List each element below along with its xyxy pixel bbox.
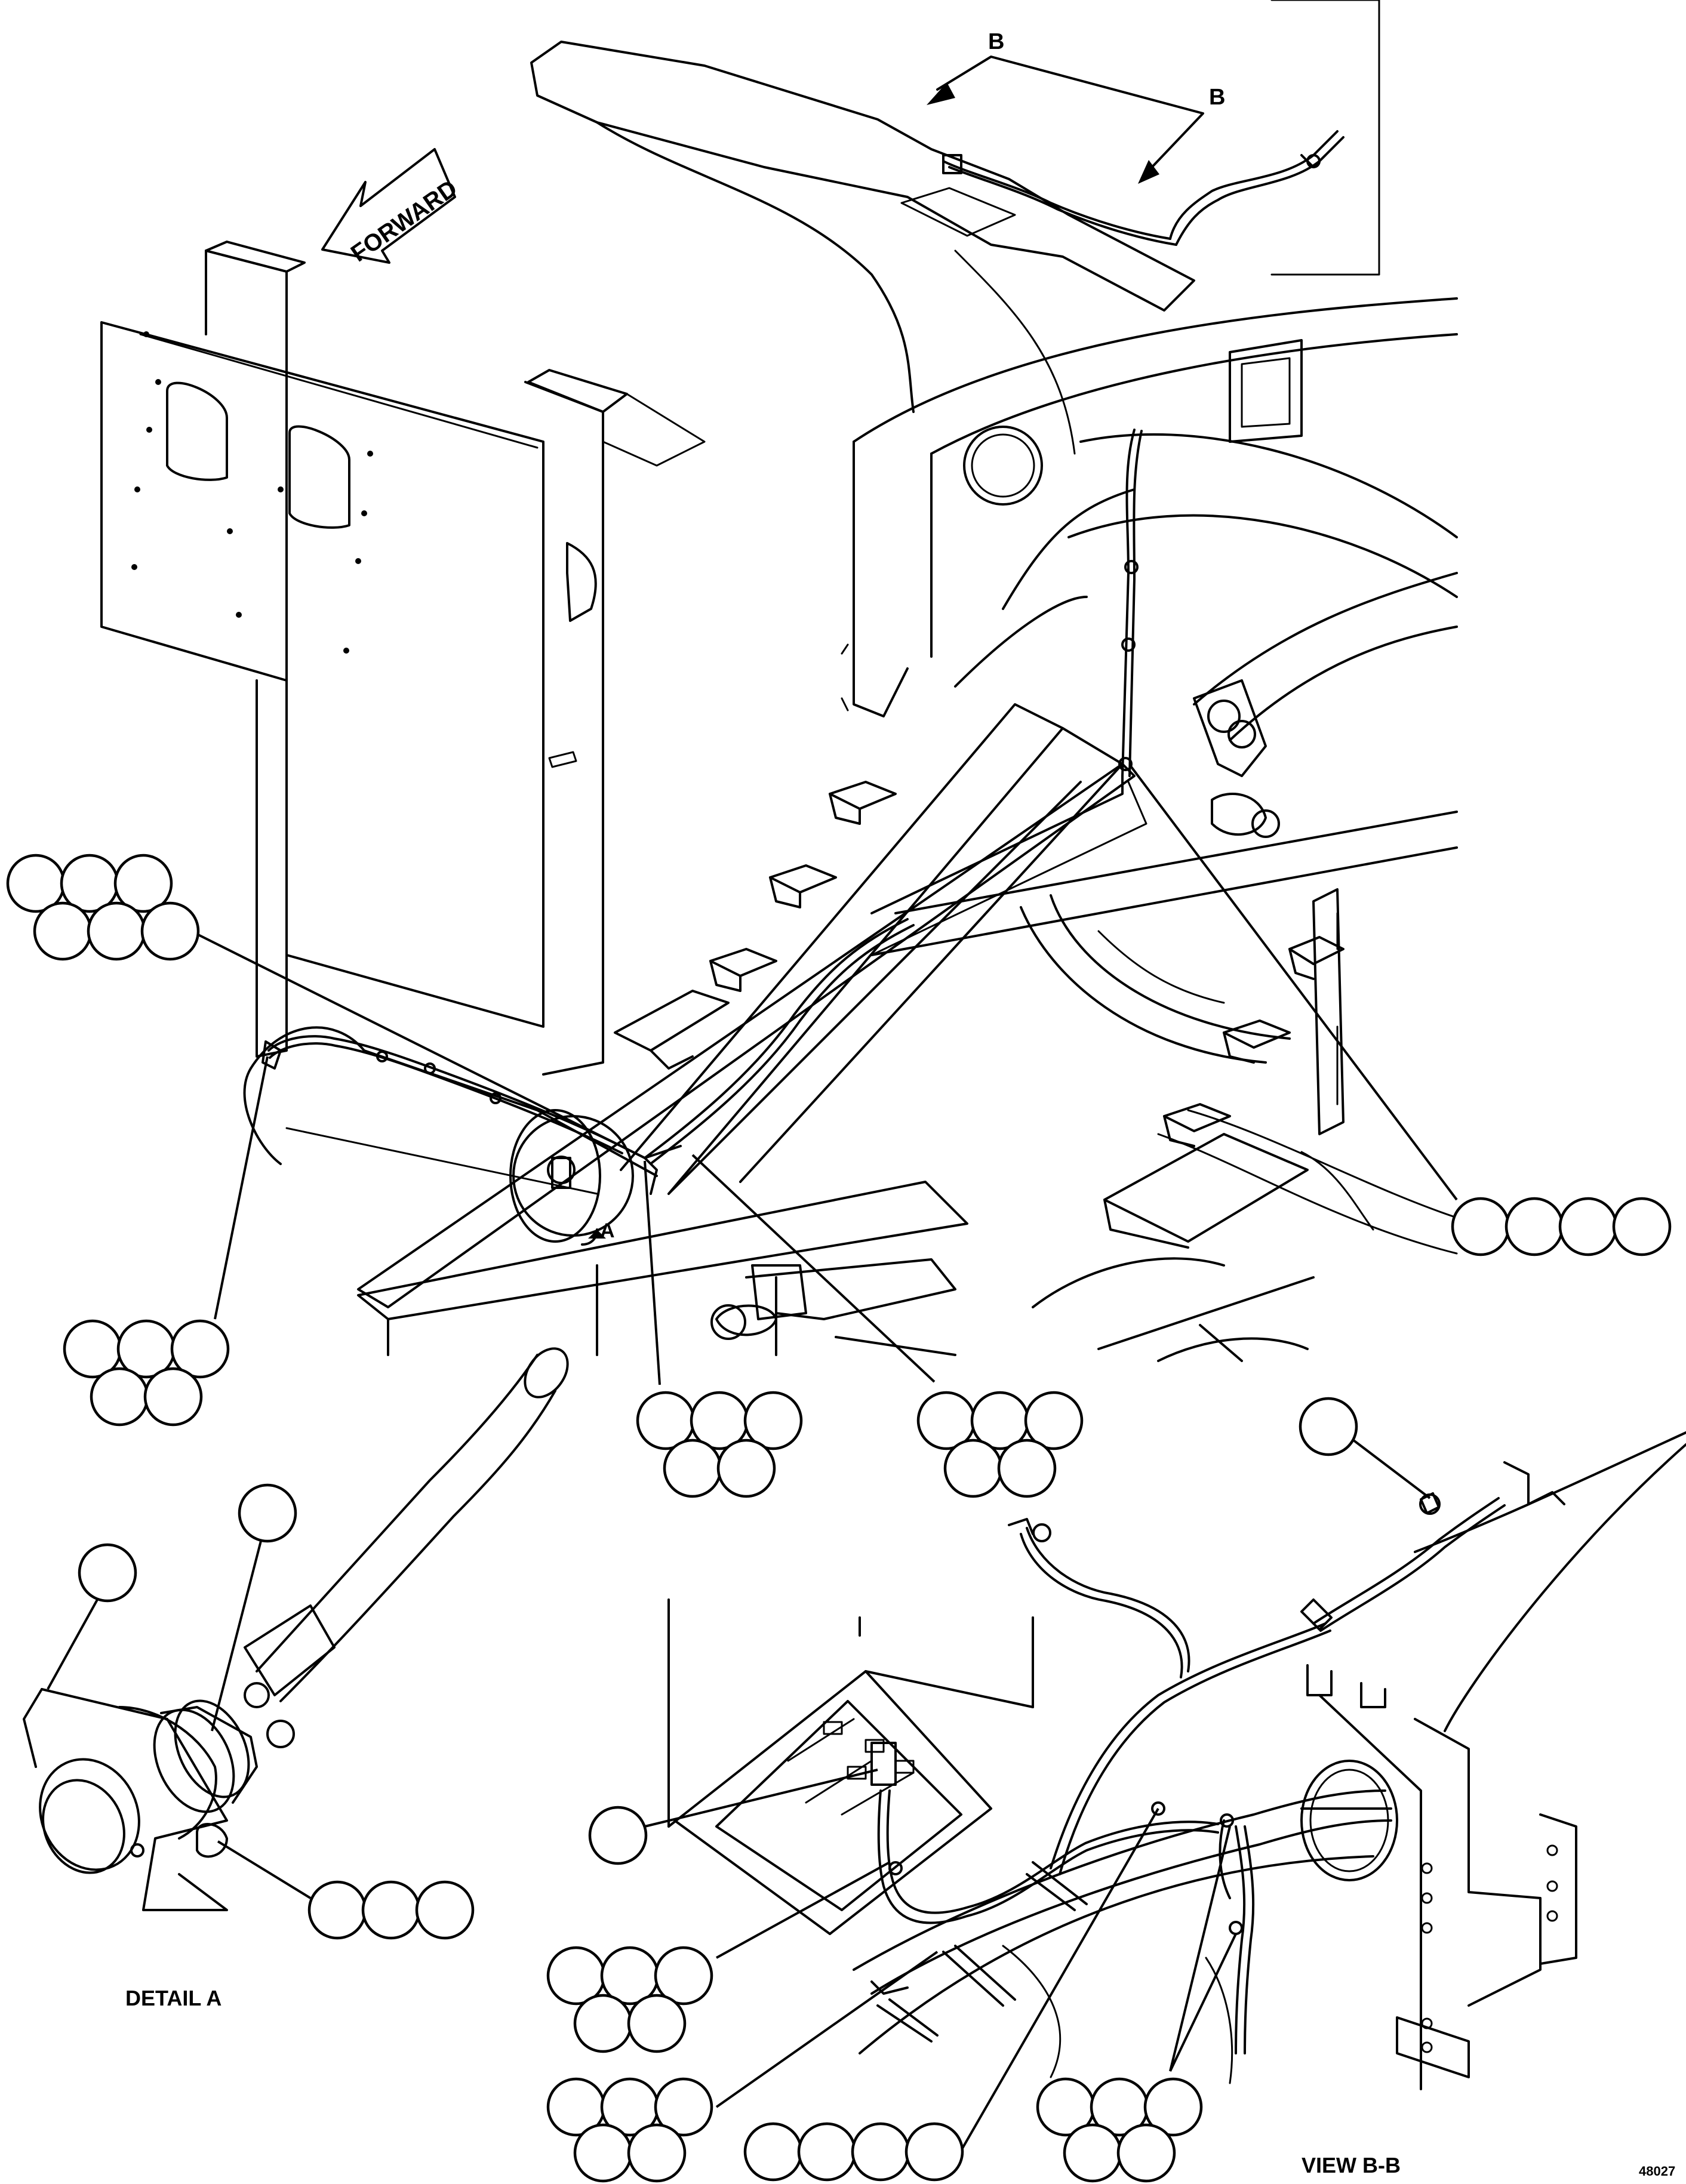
leader-center-2 xyxy=(691,1154,936,1383)
view-bb-title: VIEW B-B xyxy=(1302,2153,1401,2177)
callout-balloon xyxy=(1116,2123,1176,2183)
callout-balloon xyxy=(140,901,200,961)
leader-view-right-b xyxy=(1169,1933,1237,2072)
callout-balloon xyxy=(238,1483,297,1543)
step-4 xyxy=(614,990,730,1070)
step-6 xyxy=(1223,1019,1291,1064)
leader-left-harness xyxy=(214,1056,269,1320)
detail-callout-letter: A xyxy=(600,1219,615,1242)
leader-view-top xyxy=(1342,1431,1431,1499)
callout-group-center-1 xyxy=(636,1391,803,1498)
callout-group-view-right xyxy=(1036,2077,1203,2183)
callout-group-view-single-top xyxy=(1299,1397,1358,1456)
callout-balloon xyxy=(627,2123,687,2183)
callout-balloon xyxy=(663,1438,722,1498)
callout-balloon xyxy=(573,1994,633,2053)
callout-balloon xyxy=(1024,1391,1084,1450)
axle-housing xyxy=(243,1026,1315,1362)
section-b-indicator: B B xyxy=(927,29,1225,184)
leader-upper-left xyxy=(190,930,645,1159)
detail-a-title: DETAIL A xyxy=(125,1986,221,2010)
leader-view-left xyxy=(644,1769,878,1828)
drawing-number: 48027 xyxy=(1639,2164,1675,2179)
callout-group-left-harness xyxy=(63,1319,230,1427)
ladder-assembly xyxy=(357,703,1345,1308)
callout-balloon xyxy=(170,1319,230,1379)
detail-a-callout: A xyxy=(512,1115,634,1246)
step-5 xyxy=(1288,936,1345,980)
callout-balloon xyxy=(627,1994,687,2053)
callout-balloon xyxy=(1143,2077,1203,2137)
callout-balloon xyxy=(361,1880,421,1940)
step-1 xyxy=(829,781,897,825)
callout-balloon xyxy=(90,1367,149,1427)
callout-group-view-single-left xyxy=(588,1806,648,1865)
callout-balloon xyxy=(1299,1397,1358,1456)
callout-balloon xyxy=(997,1438,1057,1498)
callout-group-upper-left xyxy=(6,854,200,961)
leader-center-1 xyxy=(644,1160,661,1385)
callout-balloon xyxy=(1558,1197,1618,1256)
callout-balloon xyxy=(588,1806,648,1865)
callout-balloon xyxy=(904,2122,964,2182)
callout-group-detail-single-2 xyxy=(238,1483,297,1543)
step-7 xyxy=(1163,1103,1231,1147)
callout-balloon xyxy=(654,2077,713,2137)
step-8 xyxy=(1103,1133,1309,1249)
panel-holes xyxy=(131,331,373,654)
forward-arrow: FORWARD xyxy=(321,148,462,267)
callout-group-detail-single-1 xyxy=(78,1543,137,1603)
callout-balloon xyxy=(1451,1197,1510,1256)
leader-right-row xyxy=(1130,766,1458,1201)
detail-a-connector xyxy=(23,1347,569,1911)
leader-view-left-1 xyxy=(716,1861,890,1959)
callout-balloon xyxy=(1612,1197,1672,1256)
callout-group-view-left-2 xyxy=(546,2077,713,2183)
wire-harness-main xyxy=(261,130,1345,1195)
callout-balloon xyxy=(743,2122,803,2182)
callout-balloon xyxy=(307,1880,367,1940)
callout-balloon xyxy=(743,1391,803,1450)
callout-balloons xyxy=(6,854,1672,2183)
callout-balloon xyxy=(33,901,93,961)
callout-balloon xyxy=(1505,1197,1564,1256)
callout-balloon xyxy=(573,2123,633,2183)
leader-view-bottom xyxy=(954,1808,1159,2161)
leader-view-left-2 xyxy=(715,1951,939,2108)
callout-balloon xyxy=(143,1367,203,1427)
callout-group-detail-row xyxy=(307,1880,475,1940)
callout-group-center-2 xyxy=(916,1391,1084,1498)
callout-balloon xyxy=(87,901,146,961)
callout-balloon xyxy=(78,1543,137,1603)
callout-group-view-bottom-row xyxy=(743,2122,964,2182)
callout-balloon xyxy=(415,1880,475,1940)
upper-deck-plate xyxy=(530,0,1380,455)
step-3 xyxy=(709,948,777,992)
callout-balloon xyxy=(943,1438,1003,1498)
rops-panel xyxy=(100,241,706,1076)
section-b-label-left: B xyxy=(988,29,1004,54)
callout-group-view-left-1 xyxy=(546,1946,713,2053)
callout-balloon xyxy=(113,854,173,913)
main-frame-ring xyxy=(841,297,1458,1255)
step-2 xyxy=(769,864,837,908)
leader-detail-single-2 xyxy=(211,1533,264,1732)
callout-balloon xyxy=(1063,2123,1122,2183)
leader-lines xyxy=(47,766,1458,2161)
leader-detail-row xyxy=(217,1840,312,1899)
callout-balloon xyxy=(797,2122,857,2182)
callout-balloon xyxy=(654,1946,713,2006)
leader-detail-single-1 xyxy=(47,1599,99,1690)
callout-group-right-row xyxy=(1451,1197,1672,1256)
leader-view-right-a xyxy=(1169,1826,1231,2072)
callout-balloon xyxy=(851,2122,910,2182)
callout-balloon xyxy=(716,1438,776,1498)
section-b-label-right: B xyxy=(1209,85,1225,110)
view-bb xyxy=(667,1431,1686,2090)
